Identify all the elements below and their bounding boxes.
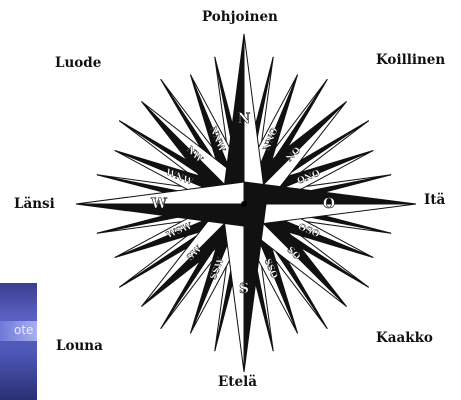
label-northwest: Luode [55,55,101,71]
cardinal-mark-north: N [238,111,251,127]
label-west: Länsi [14,196,55,212]
cardinal-mark-east: O [323,196,335,212]
cardinal-mark-west: W [150,196,167,212]
label-east: Itä [424,192,445,208]
label-south: Etelä [218,374,257,390]
thumbnail-text: ote [14,323,33,337]
label-north: Pohjoinen [202,9,278,25]
label-southwest: Louna [56,338,103,354]
cardinal-mark-south: S [239,281,249,297]
label-northeast: Koillinen [376,52,445,68]
label-southeast: Kaakko [376,330,433,346]
corner-thumbnail: ote [0,283,37,400]
compass-center [241,201,247,207]
